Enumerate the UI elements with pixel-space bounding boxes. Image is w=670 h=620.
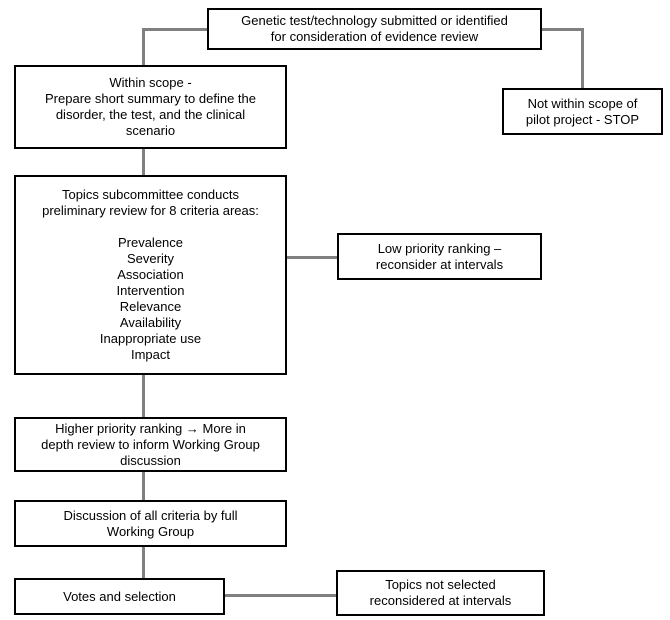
criteria-item: Availability bbox=[119, 315, 182, 330]
node-not-selected-label: Topics not selected reconsidered at inte… bbox=[369, 577, 512, 608]
node-discussion-label: Discussion of all criteria by full Worki… bbox=[63, 507, 238, 539]
connector-within-scope-to-topics bbox=[142, 148, 145, 176]
connector-votes-to-not-selected bbox=[224, 594, 337, 597]
criteria-item: Inappropriate use bbox=[99, 331, 202, 346]
node-not-within-scope-label: Not within scope of pilot project - STOP bbox=[525, 95, 640, 127]
connector-top-to-not-within-vertical bbox=[581, 28, 584, 88]
node-votes-and-selection: Votes and selection bbox=[14, 578, 225, 615]
node-within-scope: Within scope - Prepare short summary to … bbox=[14, 65, 287, 149]
node-votes-label: Votes and selection bbox=[63, 588, 176, 604]
node-genetic-test-label: Genetic test/technology submitted or ide… bbox=[241, 13, 508, 44]
node-low-priority-ranking: Low priority ranking – reconsider at int… bbox=[337, 233, 542, 280]
node-not-within-scope-stop: Not within scope of pilot project - STOP bbox=[502, 88, 663, 135]
criteria-item: Impact bbox=[130, 347, 170, 362]
connector-top-to-within-scope-vertical bbox=[142, 28, 145, 65]
connector-top-to-not-within-horizontal bbox=[541, 28, 584, 31]
node-topics-subcommittee-review: Topics subcommittee conducts preliminary… bbox=[14, 175, 287, 375]
criteria-item: Association bbox=[117, 267, 184, 282]
node-working-group-discussion: Discussion of all criteria by full Worki… bbox=[14, 500, 287, 547]
node-topics-not-selected: Topics not selected reconsidered at inte… bbox=[336, 570, 545, 616]
connector-discussion-to-votes bbox=[142, 546, 145, 579]
node-low-priority-label: Low priority ranking – reconsider at int… bbox=[375, 240, 504, 272]
node-topics-review-header: Topics subcommittee conducts preliminary… bbox=[42, 187, 259, 218]
criteria-item: Prevalence bbox=[117, 235, 184, 250]
connector-topics-to-low-priority bbox=[286, 256, 338, 259]
criteria-item: Severity bbox=[127, 251, 174, 266]
connector-topics-to-higher-priority bbox=[142, 374, 145, 418]
node-higher-priority-ranking: Higher priority ranking → More in depth … bbox=[14, 417, 287, 472]
criteria-item: Intervention bbox=[116, 283, 185, 298]
node-higher-priority-label: Higher priority ranking → More in depth … bbox=[41, 420, 260, 468]
criteria-item: Relevance bbox=[119, 299, 182, 314]
connector-higher-priority-to-discussion bbox=[142, 471, 145, 501]
node-within-scope-label: Within scope - Prepare short summary to … bbox=[45, 75, 256, 138]
node-genetic-test-submitted: Genetic test/technology submitted or ide… bbox=[207, 8, 542, 50]
connector-top-to-within-scope-horizontal bbox=[142, 28, 208, 31]
